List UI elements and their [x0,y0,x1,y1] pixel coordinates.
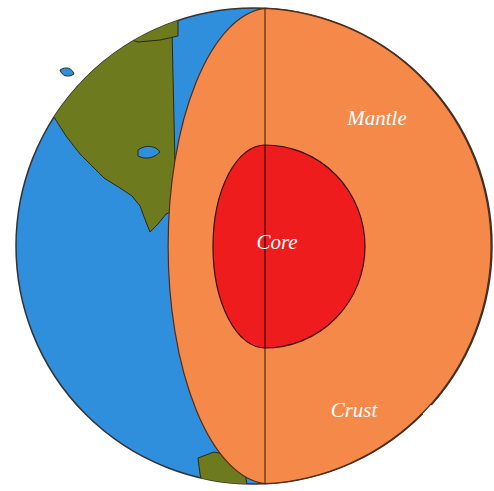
crust-label: Crust [331,398,378,423]
ocean [16,8,492,484]
mantle-region: MantleCore [163,8,494,484]
greenland [112,10,178,42]
core-region: Core [213,145,365,348]
layer-name: Core [256,230,297,255]
mantle-shape [168,8,491,483]
north-america [36,30,176,232]
bay [60,68,74,76]
layer-name: Mantle [347,106,406,131]
lake [138,146,160,158]
core-shape [213,145,365,348]
lakes [60,68,160,158]
